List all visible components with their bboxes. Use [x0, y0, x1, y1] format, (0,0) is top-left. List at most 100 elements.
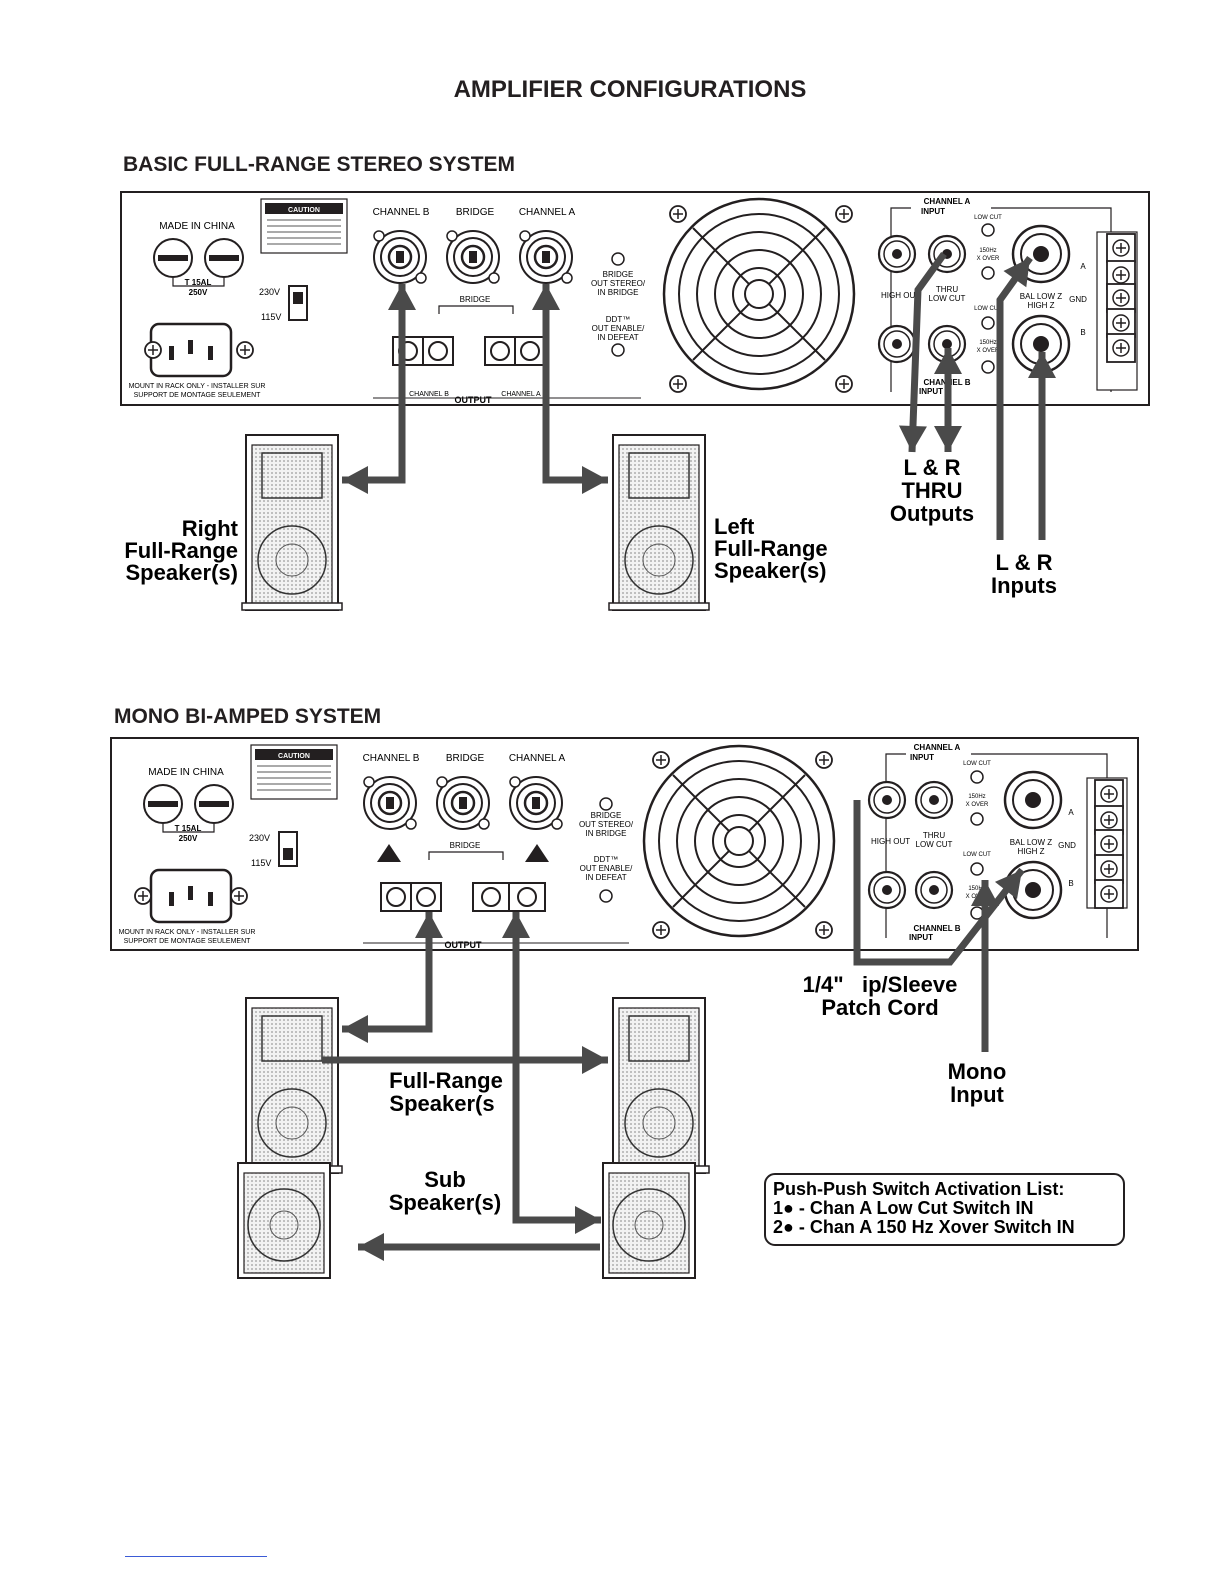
low-cut-switch-a[interactable] [981, 223, 995, 237]
ddt-switch[interactable] [611, 343, 625, 357]
bridge-switch-label-1: BRIDGE [603, 270, 634, 279]
bal-label-1: BAL LOW Z [1020, 292, 1062, 301]
fuse-holder-icon [153, 238, 244, 287]
low-cut-a-label: LOW CUT [974, 215, 1002, 221]
bridge-switch[interactable] [599, 797, 613, 811]
thru-outputs-label-1: L & R [903, 455, 960, 480]
ddt-label-2: OUT ENABLE/ [580, 864, 634, 873]
ddt-switch[interactable] [599, 889, 613, 903]
voltage-115-label: 115V [261, 312, 281, 322]
xover-switch-b[interactable] [981, 360, 995, 374]
fuse-label: T 15AL [175, 824, 202, 833]
bridge-switch-label-2: OUT STEREO/ [579, 820, 634, 829]
rack-note-1: MOUNT IN RACK ONLY - INSTALLER SUR [129, 383, 266, 390]
inputs-label-1: L & R [995, 550, 1052, 575]
voltage-230-label: 230V [259, 287, 280, 297]
voltage-selector-switch[interactable] [288, 285, 308, 321]
full-range-speaker-right-icon [608, 997, 710, 1174]
speakon-bridge[interactable] [445, 229, 501, 285]
fuse-voltage-label: 250V [189, 288, 208, 297]
speakon-bridge[interactable] [435, 775, 491, 831]
output-label: OUTPUT [455, 395, 493, 405]
xover-b-label-1: 150Hz [968, 886, 985, 892]
xover-a-label-1: 150Hz [968, 794, 985, 800]
low-cut-switch-a[interactable] [970, 770, 984, 784]
thru-jack-b[interactable] [914, 870, 954, 910]
speakon-channel-b[interactable] [362, 775, 418, 831]
arrow-ch-a-to-sub-right [512, 912, 601, 1224]
rack-note-1: MOUNT IN RACK ONLY - INSTALLER SUR [119, 929, 256, 936]
binding-post-channel-b[interactable] [380, 882, 442, 912]
made-in-label: MADE IN CHINA [159, 221, 235, 232]
switch-list-item: 2● - Chan A 150 Hz Xover Switch IN [773, 1217, 1075, 1237]
switch-activation-list: Push-Push Switch Activation List: 1● - C… [764, 1173, 1125, 1246]
switch-list-item: 1● - Chan A Low Cut Switch IN [773, 1198, 1034, 1218]
xover-a-label-2: X OVER [966, 802, 989, 808]
thru-outputs-label-2: THRU [901, 478, 962, 503]
arrowhead [582, 1046, 608, 1074]
bridge-switch[interactable] [611, 252, 625, 266]
term-b-label: B [1068, 879, 1073, 888]
bridge-label: BRIDGE [456, 207, 495, 218]
terminal-strip[interactable] [1086, 777, 1128, 909]
output-label: OUTPUT [445, 940, 483, 950]
left-speaker-label-3: Speaker(s) [714, 558, 827, 583]
speakon-channel-a[interactable] [508, 775, 564, 831]
arrowhead [1003, 258, 1030, 288]
patch-cord-label-2: Patch Cord [821, 995, 938, 1020]
arrowhead [898, 425, 927, 452]
caution-label: CAUTION [250, 744, 338, 800]
bal-label-2: HIGH Z [1027, 301, 1054, 310]
ddt-label-3: IN DEFEAT [597, 333, 638, 342]
high-out-jack-b[interactable] [877, 324, 917, 364]
terminal-strip[interactable] [1096, 231, 1138, 391]
svg-text:CAUTION: CAUTION [288, 207, 320, 214]
section-title: MONO BI-AMPED SYSTEM [114, 705, 381, 728]
cooling-fan-icon [662, 197, 856, 391]
arrow-ch-b-to-full-range-left [342, 912, 433, 1033]
left-speaker-icon [608, 434, 710, 611]
xover-a-label-2: X OVER [977, 256, 1000, 262]
iec-power-inlet[interactable] [144, 322, 254, 378]
bridge-polarity-label: BRIDGE [450, 841, 481, 850]
arrowhead [415, 912, 443, 938]
bridge-switch-label-1: BRIDGE [591, 811, 622, 820]
rack-note-2: SUPPORT DE MONTAGE SEULEMENT [124, 938, 252, 945]
sub-label-1: Sub [424, 1167, 466, 1192]
speakon-channel-b[interactable] [372, 229, 428, 285]
low-cut-switch-b[interactable] [981, 316, 995, 330]
xover-switch-a[interactable] [970, 812, 984, 826]
sub-speaker-right-icon [602, 1162, 696, 1279]
low-cut-switch-b[interactable] [970, 862, 984, 876]
amplifier-rear-panel: MADE IN CHINA T 15AL 250V CAUTION 230V [120, 191, 1150, 406]
xover-switch-a[interactable] [981, 266, 995, 280]
right-speaker-label-1: Right [182, 516, 239, 541]
xlr-input-a[interactable] [1003, 770, 1063, 830]
high-out-jack-a[interactable] [867, 780, 907, 820]
ddt-label-1: DDT™ [606, 315, 630, 324]
connection-arrows [342, 251, 1056, 540]
ddt-label-1: DDT™ [594, 855, 618, 864]
fuse-label: T 15AL [185, 278, 212, 287]
voltage-selector-switch[interactable] [278, 831, 298, 867]
channel-b-label: CHANNEL B [373, 207, 430, 218]
fuse-voltage-label: 250V [179, 834, 198, 843]
inputs-label-2: Inputs [991, 573, 1057, 598]
high-out-jack-b[interactable] [867, 870, 907, 910]
full-range-speaker-left-icon [241, 997, 343, 1174]
iec-power-inlet[interactable] [134, 868, 248, 924]
arrowhead [934, 426, 962, 452]
high-out-jack-a[interactable] [877, 234, 917, 274]
thru-jack-a[interactable] [914, 780, 954, 820]
binding-post-channel-a[interactable] [472, 882, 546, 912]
arrowhead [934, 348, 962, 374]
section-title: BASIC FULL-RANGE STEREO SYSTEM [123, 153, 515, 176]
arrowhead [575, 1206, 601, 1234]
cooling-fan-icon [642, 744, 836, 938]
speakon-channel-a[interactable] [518, 229, 574, 285]
ddt-label-3: IN DEFEAT [585, 873, 626, 882]
right-speaker-label-3: Speaker(s) [125, 560, 238, 585]
bridge-label: BRIDGE [446, 753, 485, 764]
section-basic-stereo: BASIC FULL-RANGE STEREO SYSTEM MADE IN C… [120, 153, 1150, 611]
binding-post-channel-a[interactable] [484, 336, 546, 366]
